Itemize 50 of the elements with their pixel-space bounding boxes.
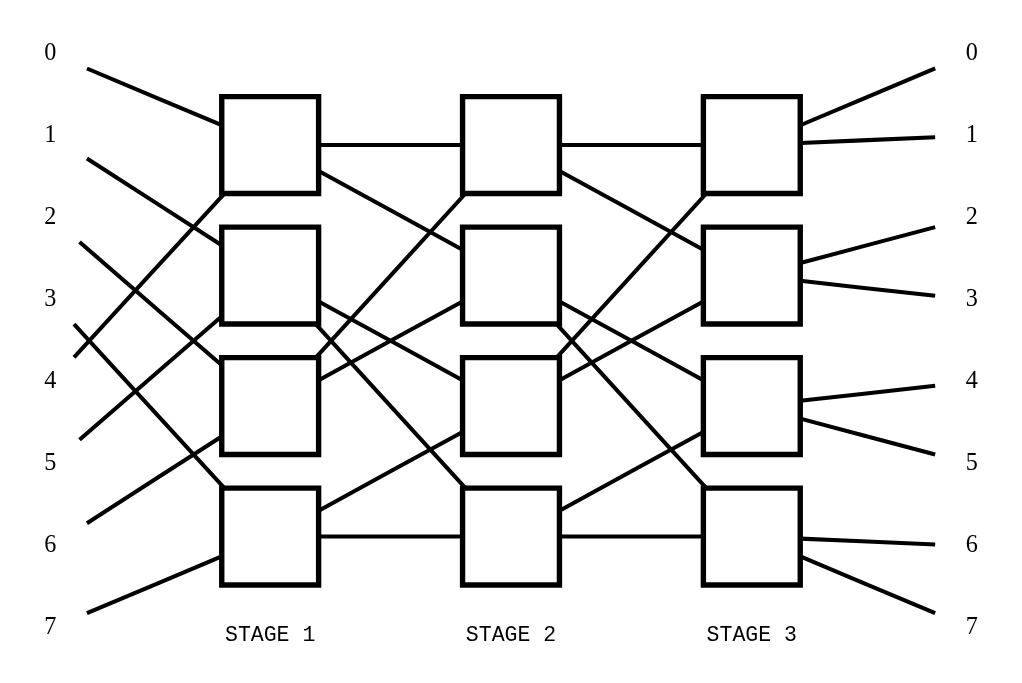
connector <box>800 383 936 403</box>
node-text: 4 <box>965 365 978 393</box>
node-text: 7 <box>965 611 978 639</box>
connector <box>800 536 936 547</box>
node-box <box>700 224 803 327</box>
label: STAGE 1 <box>224 623 316 648</box>
label: STAGE 3 <box>706 623 798 648</box>
node-box <box>700 485 803 588</box>
node-text: 4 <box>44 365 57 393</box>
connector <box>559 534 704 539</box>
node-text: 3 <box>965 283 978 311</box>
node-text: 5 <box>44 447 57 475</box>
node-text: 6 <box>44 529 57 557</box>
connector <box>799 554 936 616</box>
node-box <box>219 485 322 588</box>
connector <box>799 66 936 128</box>
node-box <box>700 93 803 197</box>
connector <box>85 434 223 525</box>
node-box <box>459 93 563 197</box>
node-text: 6 <box>965 529 978 557</box>
node-box <box>219 93 322 197</box>
node-text: 0 <box>44 37 57 65</box>
node-box <box>219 224 322 327</box>
node-text: 5 <box>965 447 978 475</box>
node-box <box>219 354 322 458</box>
connector <box>78 240 223 367</box>
connector <box>86 554 223 615</box>
node-box <box>459 224 563 327</box>
connector <box>319 143 463 148</box>
connector <box>86 66 223 128</box>
label: STAGE 2 <box>465 623 557 648</box>
connector <box>800 278 936 298</box>
node-box <box>459 485 563 588</box>
connector <box>799 225 936 265</box>
connector <box>78 315 223 442</box>
node-text: 7 <box>44 611 57 639</box>
connector <box>799 416 936 457</box>
connector <box>319 534 463 539</box>
node-text: 1 <box>44 119 57 147</box>
node-box <box>459 354 563 458</box>
node-box <box>700 354 803 458</box>
node-text: 1 <box>965 119 978 147</box>
node-text: 2 <box>965 201 978 229</box>
connector <box>85 156 223 247</box>
connector <box>559 430 705 513</box>
connector <box>559 143 704 148</box>
node-text: 0 <box>965 37 978 65</box>
node-text: 3 <box>44 283 57 311</box>
node-text: 2 <box>44 201 57 229</box>
connector <box>800 135 936 146</box>
